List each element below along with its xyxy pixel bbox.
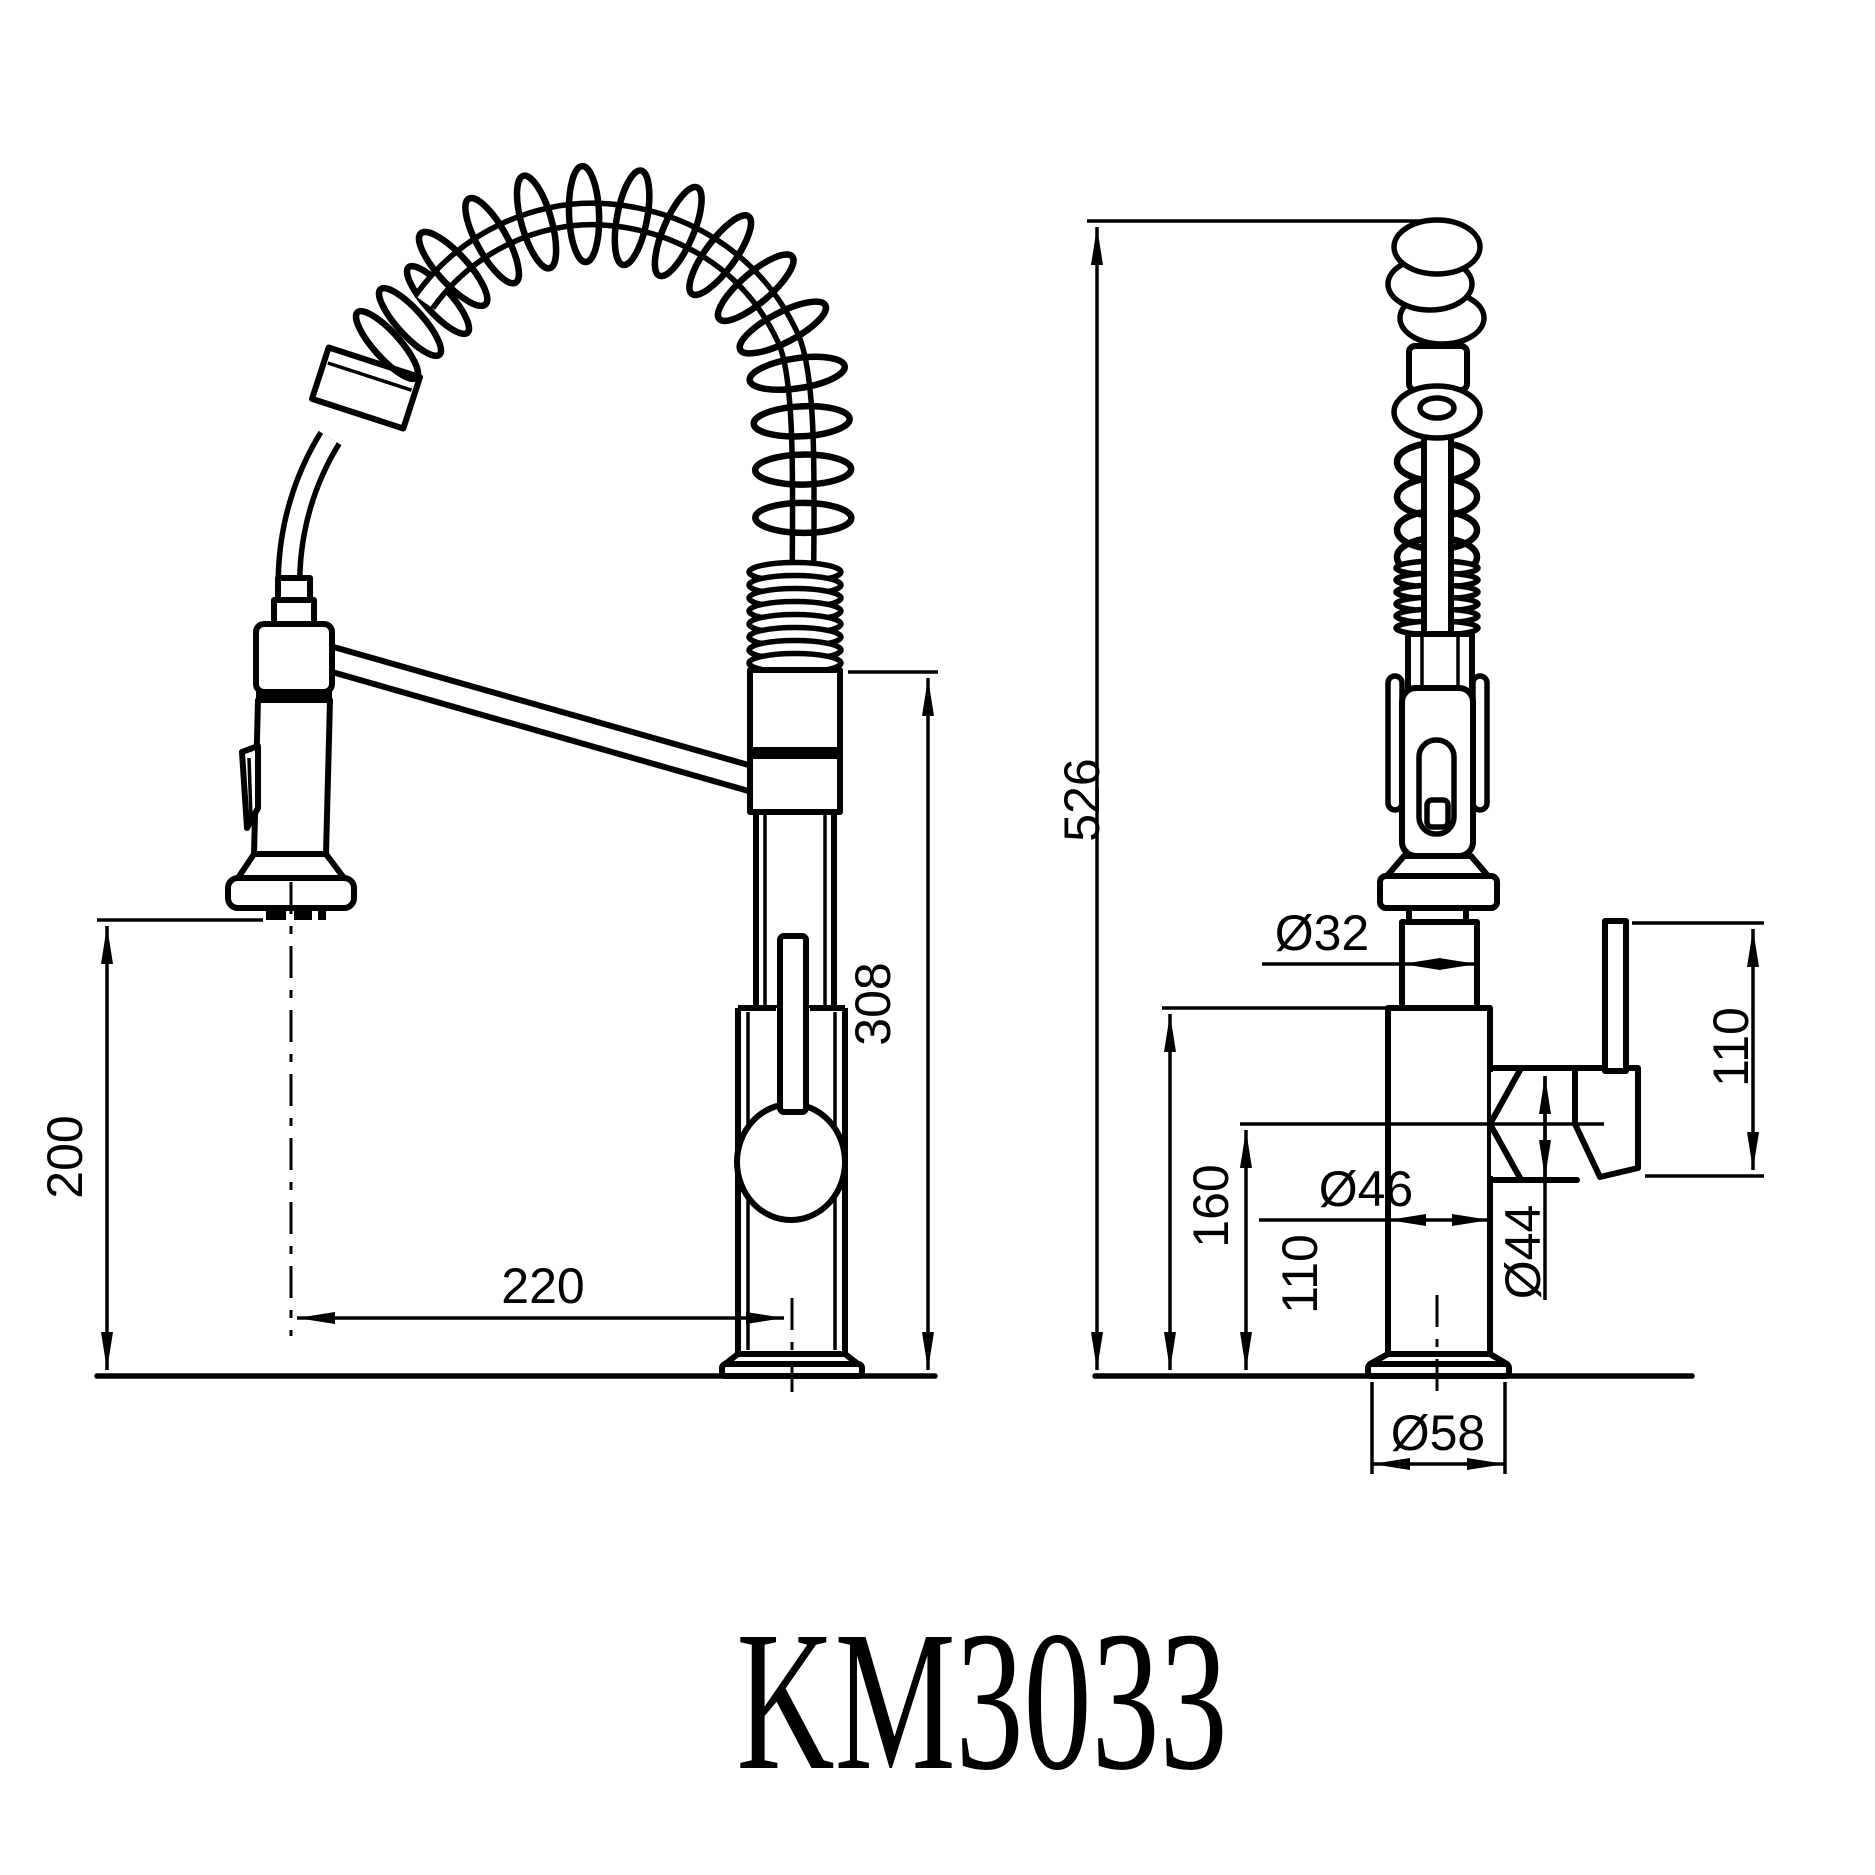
spray-head-body [251,697,333,857]
front-dimensions: 200 220 308 [37,670,938,1379]
dim-46-label: Ø46 [1319,1161,1414,1217]
arched-hose [412,162,855,563]
handle-lever [1602,918,1629,1074]
hose-end-rings [352,262,473,383]
dim-32-label: Ø32 [1275,905,1370,961]
dim-44-label: Ø44 [1495,1205,1551,1300]
dim-110-right-label: 110 [1703,1007,1759,1087]
spring-top-cluster [1385,217,1487,441]
dim-308-label: 308 [845,962,901,1045]
dock-flange [1377,873,1500,911]
compressed-spring [746,559,844,676]
hose-coupler-nut [309,344,423,432]
spray-head [225,575,357,920]
spray-head-collar [271,597,317,627]
dock-body [1377,631,1500,925]
dock-connector [1405,631,1475,695]
dim-58-label: Ø58 [1391,1405,1486,1461]
sprayer-hose [275,430,342,579]
side-dimensions: 526 160 110 Ø32 Ø46 Ø44 Ø58 110 [1054,219,1764,1474]
spray-head-top [253,621,335,695]
handle-rod-front [777,933,809,1115]
dim-160-label: 160 [1183,1164,1239,1247]
joint-ball [734,1101,848,1223]
dim-110-left-label: 110 [1272,1234,1328,1314]
front-column [719,667,865,1379]
spring-center-tube [1421,417,1454,637]
dim-526-label: 526 [1054,758,1110,841]
side-column [1385,1005,1493,1357]
spray-head-neck [275,575,313,603]
dim-200-label: 200 [37,1115,93,1198]
model-number: KM3033 [736,1590,1227,1811]
spring-coil-loops [415,162,855,537]
side-view: 526 160 110 Ø32 Ø46 Ø44 Ø58 110 [1054,217,1764,1474]
column-top-block [747,667,843,815]
front-view: 200 220 308 [37,162,938,1392]
spray-head-bell [235,851,347,881]
side-handle [1572,918,1641,1180]
support-arm [327,643,755,795]
dim-220-label: 220 [501,1258,584,1314]
